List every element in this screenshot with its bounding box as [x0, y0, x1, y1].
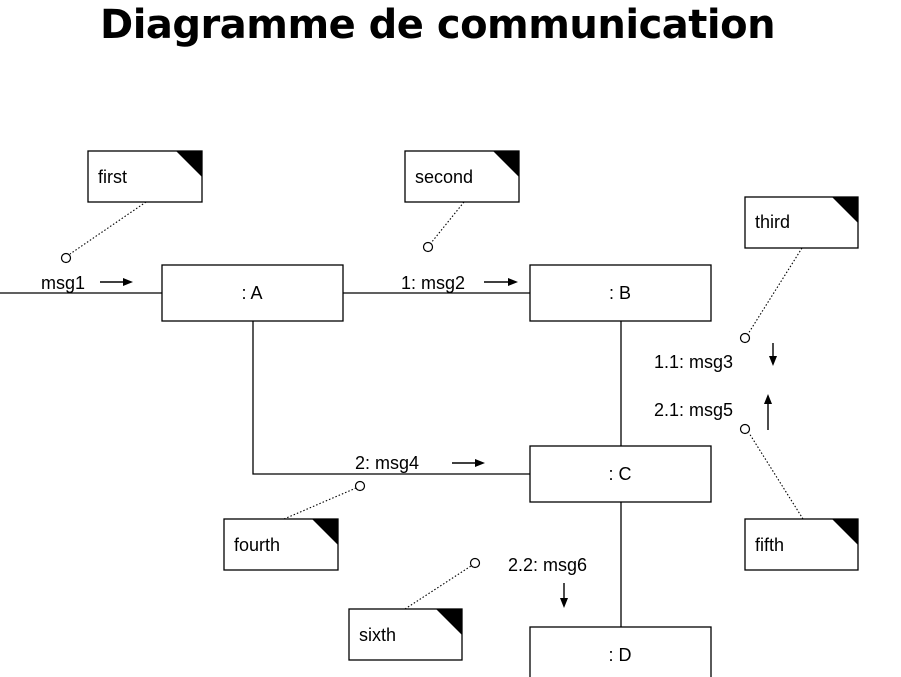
note-sixth-box[interactable]: [348, 608, 463, 661]
note-fifth-box[interactable]: [744, 518, 859, 571]
connector-end-first: [60, 252, 72, 264]
connector-sixth: [404, 565, 472, 610]
note-fourth-box[interactable]: [223, 518, 339, 571]
arrow-msg4: [452, 459, 485, 467]
message-msg1: msg1: [41, 273, 85, 293]
object-b-label: : B: [609, 283, 631, 303]
note-second-label: second: [415, 167, 473, 187]
note-third-corner-icon: [832, 197, 858, 223]
link-a-c: [252, 321, 530, 475]
note-fifth-corner-icon: [832, 519, 858, 545]
note-third-box[interactable]: [744, 196, 859, 249]
note-fourth-label: fourth: [234, 535, 280, 555]
arrow-msg2: [484, 278, 518, 286]
object-b-box[interactable]: [529, 264, 712, 322]
note-second-corner-icon: [493, 151, 519, 177]
arrow-msg3-down: [769, 343, 777, 366]
message-msg5: 2.1: msg5: [654, 400, 733, 420]
message-msg4: 2: msg4: [355, 453, 419, 473]
arrow-msg6-down: [560, 583, 568, 608]
connector-fifth: [748, 432, 804, 520]
message-msg3: 1.1: msg3: [654, 352, 733, 372]
connector-third: [747, 247, 803, 335]
connector-end-fifth: [739, 423, 751, 435]
object-d-box[interactable]: [529, 626, 712, 677]
note-sixth-corner-icon: [436, 609, 462, 635]
connector-fourth: [283, 487, 357, 520]
object-a-box[interactable]: [161, 264, 344, 322]
diagram-title: Diagramme de communication: [100, 2, 776, 48]
connector-second: [430, 201, 465, 244]
note-first-corner-icon: [176, 151, 202, 177]
arrow-msg5-up: [764, 394, 772, 430]
message-msg2: 1: msg2: [401, 273, 465, 293]
connector-first: [69, 201, 147, 255]
message-msg6: 2.2: msg6: [508, 555, 587, 575]
object-c-label: : C: [608, 464, 631, 484]
connector-end-second: [422, 241, 434, 253]
arrow-msg1: [100, 278, 133, 286]
object-d-label: : D: [608, 645, 631, 665]
note-first-label: first: [98, 167, 127, 187]
note-fifth-label: fifth: [755, 535, 784, 555]
connector-end-third: [739, 332, 751, 344]
note-third-label: third: [755, 212, 790, 232]
connector-end-fourth: [354, 480, 366, 492]
object-c-box[interactable]: [529, 445, 712, 503]
note-fourth-corner-icon: [312, 519, 338, 545]
note-sixth-label: sixth: [359, 625, 396, 645]
connector-end-sixth: [469, 557, 481, 569]
object-a-label: : A: [241, 283, 262, 303]
